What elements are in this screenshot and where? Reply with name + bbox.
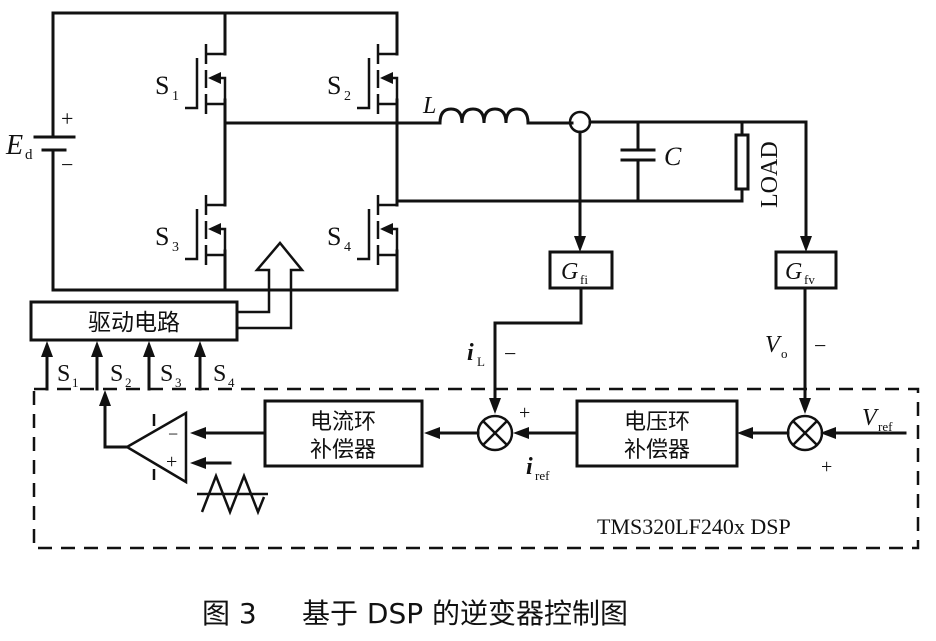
driver-s2-label: S bbox=[110, 361, 123, 387]
driver-circuit: 驱动电路 S 1 S 2 S 3 S 4 bbox=[29, 241, 305, 391]
switch-s4-label: S bbox=[327, 222, 341, 251]
vref-subscript: ref bbox=[878, 419, 893, 434]
feedback-paths: G fi G fv bbox=[489, 120, 838, 414]
load-resistor bbox=[734, 120, 750, 203]
iref-label: i bbox=[526, 454, 533, 480]
switch-s1-label: S bbox=[155, 71, 169, 100]
iref-subscript: ref bbox=[535, 468, 550, 483]
vref-label: V bbox=[862, 405, 879, 431]
il-subscript: L bbox=[477, 354, 485, 369]
switch-s2-subscript: 2 bbox=[344, 89, 351, 104]
source-label: E bbox=[5, 130, 23, 161]
driver-box bbox=[29, 300, 239, 342]
current-compensator-line1: 电流环 bbox=[310, 410, 376, 435]
driver-s4-subscript: 4 bbox=[228, 375, 235, 390]
inductor-label: L bbox=[422, 93, 436, 119]
caption-label: 图 3 bbox=[202, 597, 257, 630]
source-subscript: d bbox=[25, 147, 33, 163]
switch-s1 bbox=[183, 42, 227, 116]
driver-s1-label: S bbox=[57, 361, 70, 387]
driver-s3-subscript: 3 bbox=[175, 375, 182, 390]
switch-s3-subscript: 3 bbox=[172, 240, 179, 255]
voltage-filter-subscript: fv bbox=[804, 272, 815, 287]
capacitor bbox=[620, 120, 656, 203]
current-compensator-box bbox=[263, 399, 424, 468]
current-filter-label: G bbox=[561, 259, 578, 285]
driver-signal-arrows bbox=[41, 341, 206, 391]
vref-sign: + bbox=[821, 456, 832, 478]
il-sign: − bbox=[504, 341, 516, 366]
driver-s4-label: S bbox=[213, 361, 226, 387]
source-minus-sign: − bbox=[61, 152, 73, 177]
current-summing-junction bbox=[476, 414, 514, 452]
driver-label: 驱动电路 bbox=[88, 310, 180, 336]
dc-source-battery bbox=[33, 135, 76, 152]
switch-s3 bbox=[183, 193, 227, 267]
capacitor-label: C bbox=[664, 142, 682, 171]
dsp-controller: TMS320LF240x DSP V ref + V o − 电压环 补偿器 i… bbox=[32, 332, 920, 550]
voltage-compensator-line2: 补偿器 bbox=[624, 438, 690, 463]
power-stage: E d + − S 1 S 2 S 3 S 4 L bbox=[5, 11, 808, 292]
voltage-summing-junction bbox=[786, 414, 824, 452]
voltage-filter-box bbox=[774, 250, 838, 290]
voltage-filter-label: G bbox=[785, 259, 802, 285]
comparator-minus-sign: − bbox=[168, 424, 178, 444]
current-filter-subscript: fi bbox=[580, 272, 588, 287]
dsp-boundary bbox=[32, 387, 920, 550]
iref-sign: + bbox=[519, 402, 530, 424]
switch-s3-label: S bbox=[155, 222, 169, 251]
current-compensator-line2: 补偿器 bbox=[310, 438, 376, 463]
dsp-label: TMS320LF240x DSP bbox=[597, 514, 791, 539]
switch-s4-subscript: 4 bbox=[344, 240, 351, 255]
pwm-comparator bbox=[124, 410, 188, 485]
switch-s4 bbox=[355, 193, 399, 267]
driver-s1-subscript: 1 bbox=[72, 375, 79, 390]
comparator-plus-sign: + bbox=[166, 451, 177, 473]
switch-s2-label: S bbox=[327, 71, 341, 100]
triangle-carrier-wave-icon bbox=[197, 472, 268, 516]
voltage-compensator-line1: 电压环 bbox=[624, 410, 690, 435]
vo-subscript: o bbox=[781, 346, 788, 361]
switch-s1-subscript: 1 bbox=[172, 89, 179, 104]
switch-s2 bbox=[355, 42, 399, 116]
inductor bbox=[438, 107, 530, 125]
load-label: LOAD bbox=[757, 141, 783, 208]
il-label: i bbox=[467, 340, 474, 366]
figure-caption: 图 3 基于 DSP 的逆变器控制图 bbox=[202, 597, 628, 630]
driver-s3-label: S bbox=[160, 361, 173, 387]
gate-signal-arrow bbox=[238, 241, 305, 330]
vo-label: V bbox=[765, 332, 782, 358]
caption-text: 基于 DSP 的逆变器控制图 bbox=[302, 597, 628, 630]
vo-sign: − bbox=[814, 333, 826, 358]
source-plus-sign: + bbox=[61, 106, 73, 131]
driver-s2-subscript: 2 bbox=[125, 375, 132, 390]
